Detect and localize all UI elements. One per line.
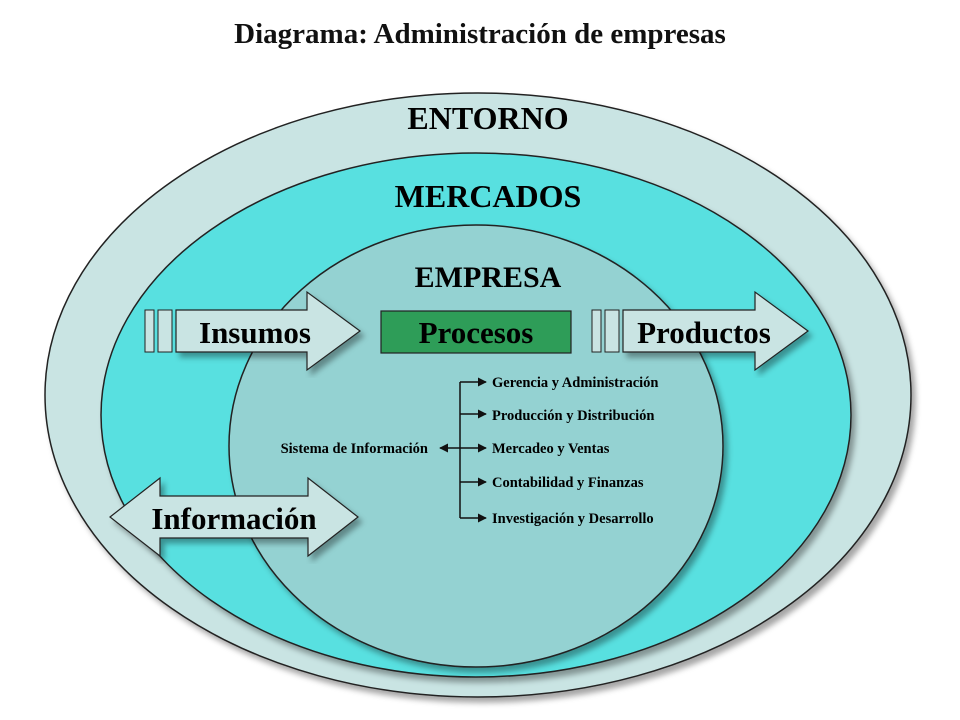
productos-label: Productos [637,315,771,350]
function-item: Mercadeo y Ventas [492,441,610,457]
mercados-label: MERCADOS [395,178,582,214]
informacion-arrow: Información [109,476,359,558]
procesos-label: Procesos [419,315,534,350]
procesos-box: Procesos [380,310,572,354]
productos-arrow: Productos [591,290,810,372]
empresa-label: EMPRESA [415,261,562,294]
entorno-label: ENTORNO [407,100,568,136]
page-title: Diagrama: Administración de empresas [234,18,726,50]
function-item: Producción y Distribución [492,408,654,424]
insumos-arrow: Insumos [144,290,362,372]
info-system-connectors [439,377,487,523]
function-item: Contabilidad y Finanzas [492,475,644,491]
function-item: Investigación y Desarrollo [492,511,654,527]
function-item: Gerencia y Administración [492,375,658,391]
insumos-label: Insumos [199,315,311,350]
informacion-label: Información [151,501,316,536]
sistema-informacion-label: Sistema de Información [281,441,428,457]
